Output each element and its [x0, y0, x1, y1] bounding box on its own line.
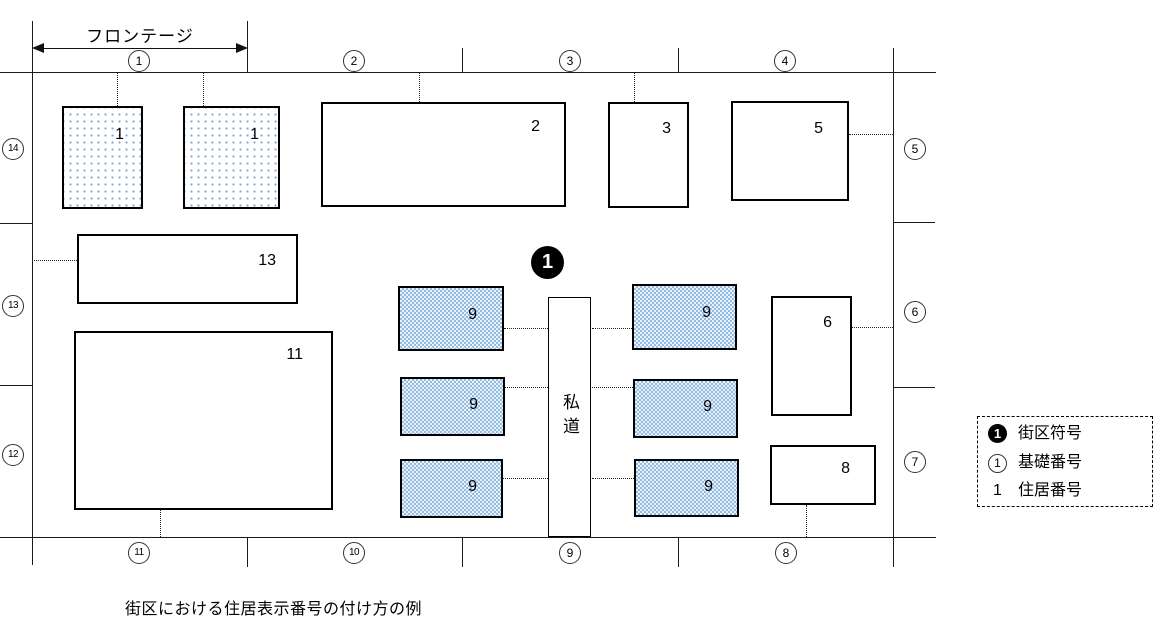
building-label: 2: [531, 118, 540, 135]
building-3: 3: [608, 102, 689, 208]
right-border-line: [893, 48, 894, 567]
frontage-arrowhead-left-icon: [32, 43, 44, 53]
tick-left-13-12: [0, 385, 32, 386]
building-label: 3: [662, 120, 671, 137]
building-label: 9: [468, 306, 477, 323]
connector-9-left-top: [504, 328, 548, 329]
building-2: 2: [321, 102, 566, 207]
building-label: 9: [703, 398, 712, 415]
tick-top-2-3: [462, 48, 463, 72]
connector-building-8: [806, 505, 807, 537]
building-9-left-bot: 9: [400, 459, 503, 518]
frontage-arrowhead-right-icon: [236, 43, 248, 53]
tick-bottom-9-8: [678, 537, 679, 567]
base-number-top-3: 3: [559, 50, 581, 72]
connector-building-2: [419, 73, 420, 102]
base-number-top-2: 2: [343, 50, 365, 72]
connector-building-1-left: [117, 73, 118, 106]
tick-left-14-13: [0, 223, 32, 224]
connector-9-right-mid: [592, 387, 633, 388]
building-8: 8: [770, 445, 876, 505]
building-label: 1: [250, 126, 259, 143]
connector-building-13: [32, 260, 77, 261]
base-number-right-5: 5: [904, 138, 926, 160]
black-circle-icon: 1: [988, 424, 1007, 443]
connector-building-5: [849, 134, 893, 135]
connector-building-1-right: [203, 73, 204, 106]
building-13: 13: [77, 234, 298, 304]
building-label: 5: [814, 120, 823, 137]
building-9-right-top: 9: [632, 284, 737, 350]
building-11: 11: [74, 331, 333, 510]
base-number-right-6: 6: [904, 301, 926, 323]
top-border-line: [0, 72, 936, 73]
tick-top-3-4: [678, 48, 679, 72]
connector-9-right-top: [592, 328, 632, 329]
legend-label: 住居番号: [1018, 482, 1083, 499]
block-symbol: 1: [531, 246, 564, 279]
building-9-right-bot: 9: [634, 459, 739, 517]
outline-circle-icon: 1: [988, 453, 1007, 473]
tick-right-6-7: [893, 387, 935, 388]
connector-building-6: [852, 327, 893, 328]
legend-row-block-symbol: 1 街区符号: [988, 424, 1142, 443]
base-number-bottom-9: 9: [559, 542, 581, 564]
base-number-bottom-10: 10: [343, 542, 365, 564]
building-label: 9: [469, 396, 478, 413]
tick-bottom-11-10: [247, 537, 248, 567]
building-9-left-mid: 9: [400, 377, 505, 436]
building-label: 11: [286, 346, 303, 363]
building-label: 9: [468, 478, 477, 495]
base-number-bottom-8: 8: [775, 542, 797, 564]
legend-label: 基礎番号: [1018, 454, 1083, 471]
base-number-top-4: 4: [774, 50, 796, 72]
frontage-dimension-line: [44, 48, 236, 49]
base-number-left-13: 13: [2, 295, 24, 317]
legend-row-residence-number: 1 住居番号: [988, 483, 1142, 499]
building-9-right-mid: 9: [633, 379, 738, 438]
connector-building-11: [160, 510, 161, 537]
plain-number-icon: 1: [993, 482, 1002, 499]
left-border-line: [32, 21, 33, 565]
base-number-left-12: 12: [2, 444, 24, 466]
tick-bottom-10-9: [462, 537, 463, 567]
building-label: 9: [704, 478, 713, 495]
building-label: 1: [115, 126, 124, 143]
connector-9-right-bot: [592, 478, 634, 479]
private-road-label: 私道: [560, 393, 579, 441]
building-5: 5: [731, 101, 849, 201]
legend-label: 街区符号: [1018, 424, 1083, 442]
connector-building-3: [634, 73, 635, 102]
base-number-right-7: 7: [904, 451, 926, 473]
diagram-caption: 街区における住居表示番号の付け方の例: [125, 601, 423, 618]
private-road: 私道: [548, 297, 591, 537]
base-number-bottom-11: 11: [128, 542, 150, 564]
building-label: 9: [702, 304, 711, 321]
building-9-left-top: 9: [398, 286, 504, 351]
legend-row-base-number: 1 基礎番号: [988, 453, 1142, 473]
bottom-border-line: [0, 537, 936, 538]
building-1-left: 1: [62, 106, 143, 209]
connector-9-left-mid: [505, 387, 548, 388]
building-6: 6: [771, 296, 852, 416]
building-label: 8: [841, 460, 850, 477]
frontage-label: フロンテージ: [86, 27, 194, 46]
building-1-right: 1: [183, 106, 280, 209]
base-number-left-14: 14: [2, 138, 24, 160]
building-label: 13: [258, 252, 276, 269]
base-number-top-1: 1: [128, 50, 150, 72]
connector-9-left-bot: [503, 478, 548, 479]
legend-box: 1 街区符号 1 基礎番号 1 住居番号: [977, 416, 1153, 507]
tick-right-5-6: [893, 222, 935, 223]
building-label: 6: [823, 314, 832, 331]
